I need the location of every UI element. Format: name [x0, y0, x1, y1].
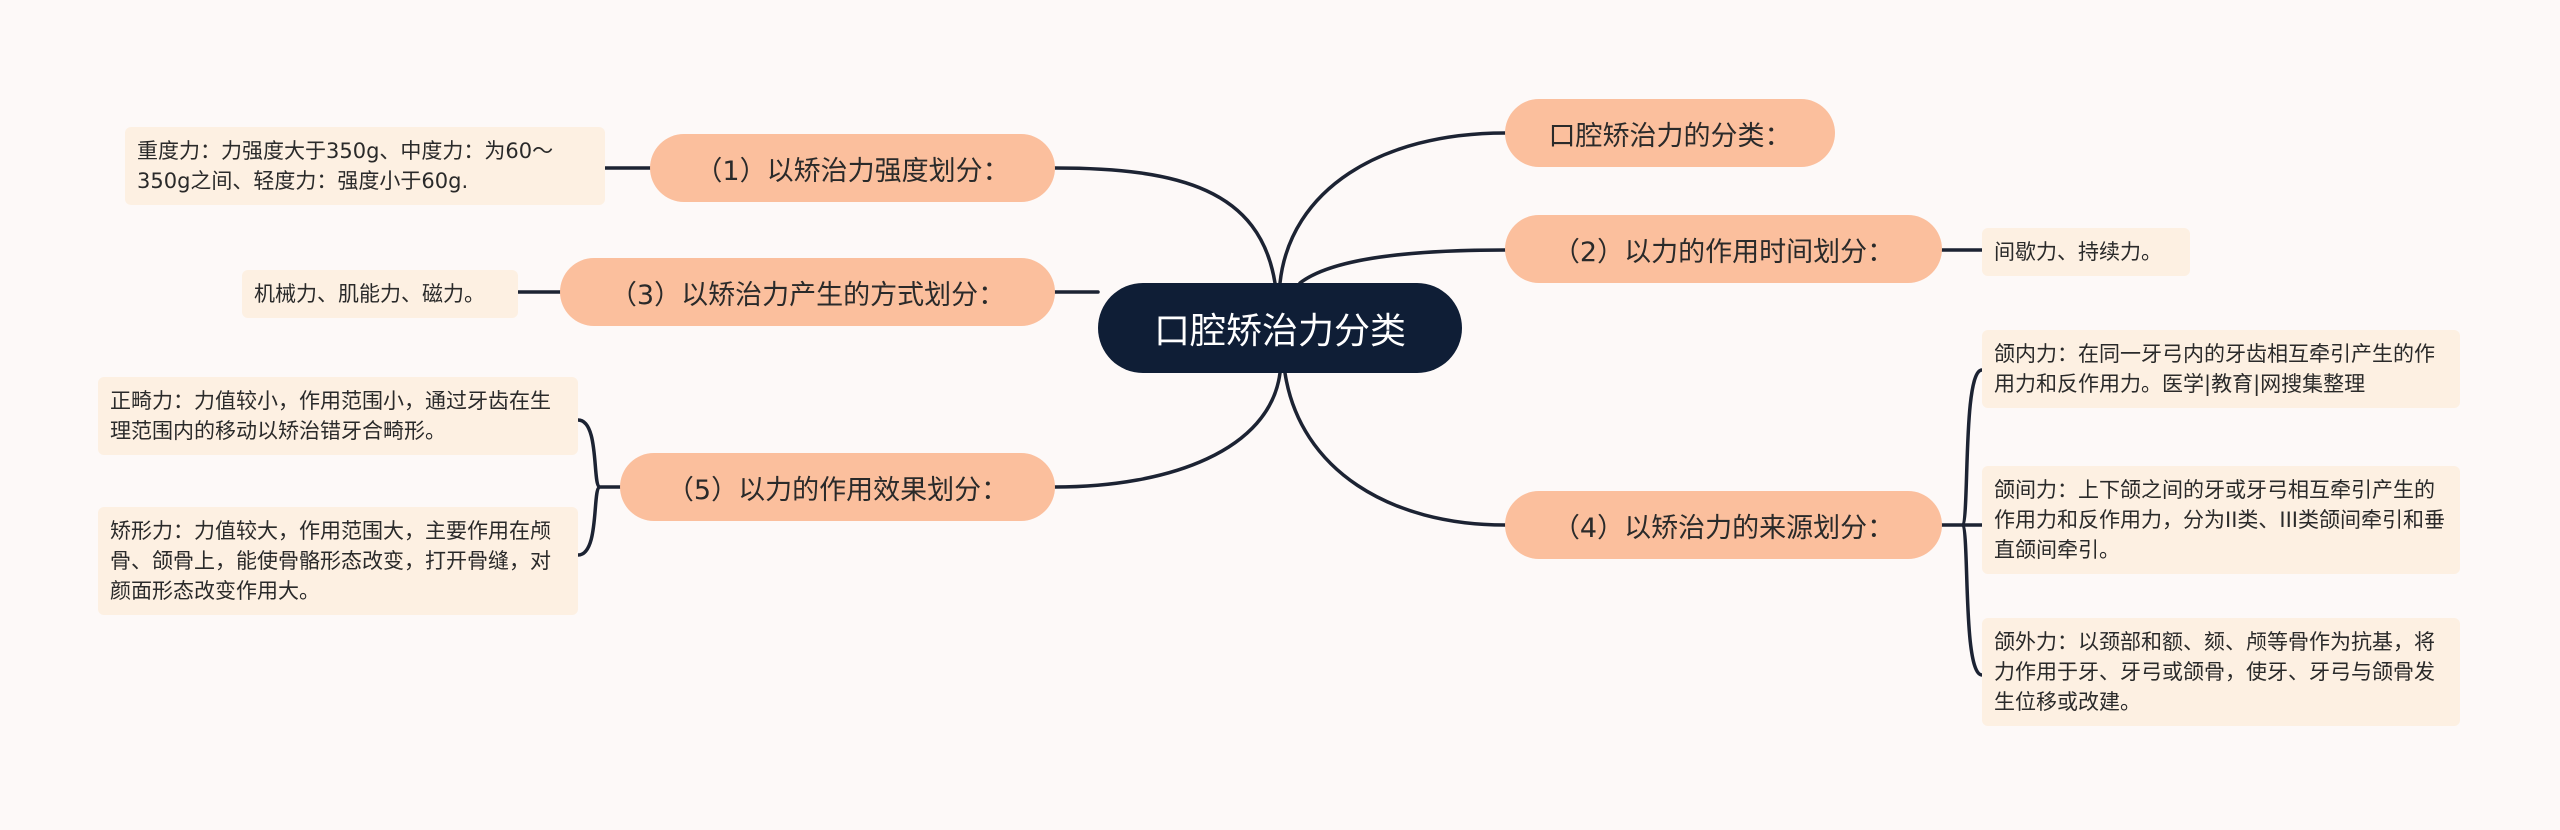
branch-method[interactable]: （3）以矫治力产生的方式划分：: [560, 258, 1055, 326]
branch-effect[interactable]: （5）以力的作用效果划分：: [620, 453, 1055, 521]
connector-center-source: [1283, 371, 1507, 527]
connector-center-classification: [1278, 131, 1507, 285]
leaf-effect-orthopedic[interactable]: 矫形力：力值较大，作用范围大，主要作用在颅骨、颌骨上，能使骨骼形态改变，打开骨缝…: [98, 507, 578, 615]
branch-time[interactable]: （2）以力的作用时间划分：: [1505, 215, 1942, 283]
leaf-source-intra[interactable]: 颌内力：在同一牙弓内的牙齿相互牵引产生的作用力和反作用力。医学|教育|网搜集整理: [1982, 330, 2460, 408]
branch-classification[interactable]: 口腔矫治力的分类：: [1505, 99, 1835, 167]
connector-center-strength: [1053, 166, 1277, 285]
central-topic[interactable]: 口腔矫治力分类: [1098, 283, 1462, 373]
leaf-strength[interactable]: 重度力：力强度大于350g、中度力：为60～350g之间、轻度力：强度小于60g…: [125, 127, 605, 205]
connector-center-time: [1298, 248, 1507, 285]
connector-source-bracket: [1940, 368, 1984, 677]
leaf-method[interactable]: 机械力、肌能力、磁力。: [242, 270, 518, 318]
branch-source[interactable]: （4）以矫治力的来源划分：: [1505, 491, 1942, 559]
connector-effect-bracket: [576, 418, 622, 557]
leaf-effect-orthodontic[interactable]: 正畸力：力值较小，作用范围小，通过牙齿在生理范围内的移动以矫治错牙合畸形。: [98, 377, 578, 455]
branch-strength[interactable]: （1）以矫治力强度划分：: [650, 134, 1055, 202]
leaf-source-extra[interactable]: 颌外力：以颈部和额、颏、颅等骨作为抗基，将力作用于牙、牙弓或颌骨，使牙、牙弓与颌…: [1982, 618, 2460, 726]
leaf-source-inter[interactable]: 颌间力：上下颌之间的牙或牙弓相互牵引产生的作用力和反作用力，分为II类、III类…: [1982, 466, 2460, 574]
leaf-time[interactable]: 间歇力、持续力。: [1982, 228, 2190, 276]
connector-center-effect: [1053, 371, 1282, 489]
